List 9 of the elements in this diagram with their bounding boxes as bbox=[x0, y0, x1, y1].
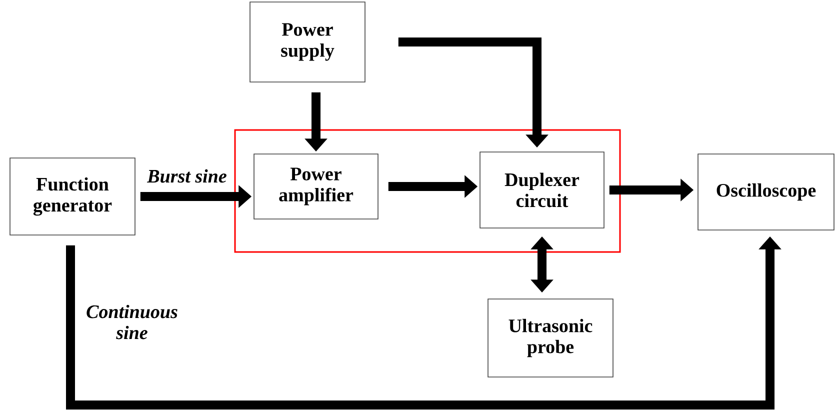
edge-label: Continuous sine bbox=[86, 304, 178, 340]
block-box: Power supply bbox=[250, 2, 366, 82]
block-box: Oscilloscope bbox=[698, 154, 834, 230]
block-box: Power amplifier bbox=[254, 154, 378, 220]
group-frame bbox=[234, 129, 621, 253]
block-box: Ultrasonic probe bbox=[488, 298, 614, 378]
block-box: Function generator bbox=[10, 158, 136, 236]
block-box: Duplexer circuit bbox=[480, 152, 604, 228]
edge-label: Burst sine bbox=[146, 169, 226, 183]
